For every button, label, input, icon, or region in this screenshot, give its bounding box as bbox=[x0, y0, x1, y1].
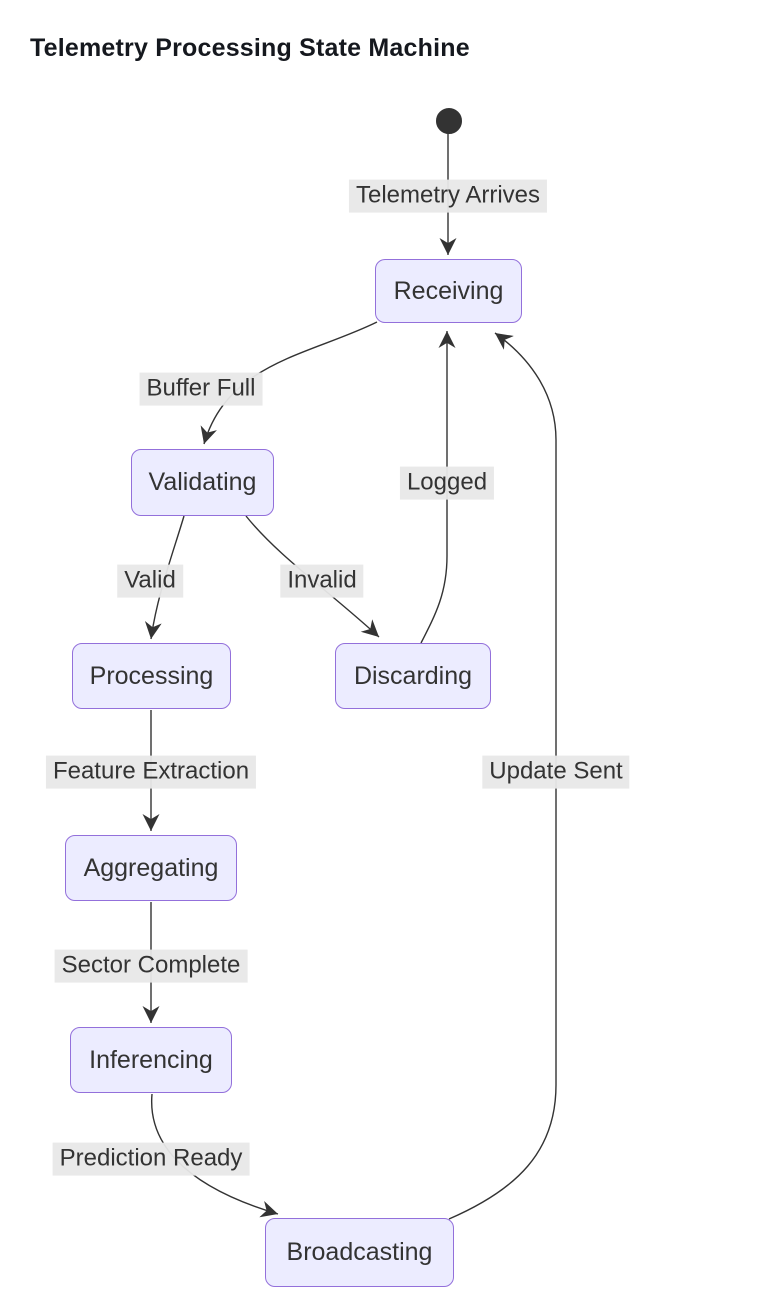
edge-label-logged: Logged bbox=[399, 466, 495, 500]
edge-label-buffer-full: Buffer Full bbox=[139, 372, 263, 406]
state-processing-label: Processing bbox=[89, 661, 214, 690]
edge-label-feature-extraction: Feature Extraction bbox=[45, 755, 257, 789]
state-inferencing-label: Inferencing bbox=[89, 1045, 213, 1074]
edge-logged bbox=[420, 331, 456, 644]
state-broadcasting-label: Broadcasting bbox=[286, 1238, 433, 1266]
page-title: Telemetry Processing State Machine bbox=[30, 34, 470, 62]
state-validating-label: Validating bbox=[148, 468, 257, 496]
edge-buffer-full bbox=[200, 321, 378, 445]
edge-label-update-sent: Update Sent bbox=[482, 755, 630, 789]
edge-label-prediction-ready: Prediction Ready bbox=[52, 1142, 250, 1176]
state-receiving: Receiving bbox=[375, 259, 522, 323]
state-discarding-label: Discarding bbox=[353, 661, 473, 690]
initial-state-dot bbox=[436, 108, 462, 134]
edge-label-telemetry-arrives: Telemetry Arrives bbox=[348, 179, 548, 213]
state-broadcasting: Broadcasting bbox=[265, 1218, 454, 1287]
edge-update-sent bbox=[448, 332, 557, 1220]
edge-label-invalid: Invalid bbox=[280, 564, 364, 598]
state-aggregating: Aggregating bbox=[65, 835, 237, 901]
state-discarding: Discarding bbox=[335, 643, 491, 709]
state-processing: Processing bbox=[72, 643, 231, 709]
edge-label-valid: Valid bbox=[117, 564, 183, 598]
edge-label-sector-complete: Sector Complete bbox=[54, 949, 248, 983]
state-validating: Validating bbox=[131, 449, 274, 516]
state-inferencing: Inferencing bbox=[70, 1027, 232, 1093]
state-receiving-label: Receiving bbox=[393, 276, 504, 305]
state-aggregating-label: Aggregating bbox=[83, 853, 219, 882]
